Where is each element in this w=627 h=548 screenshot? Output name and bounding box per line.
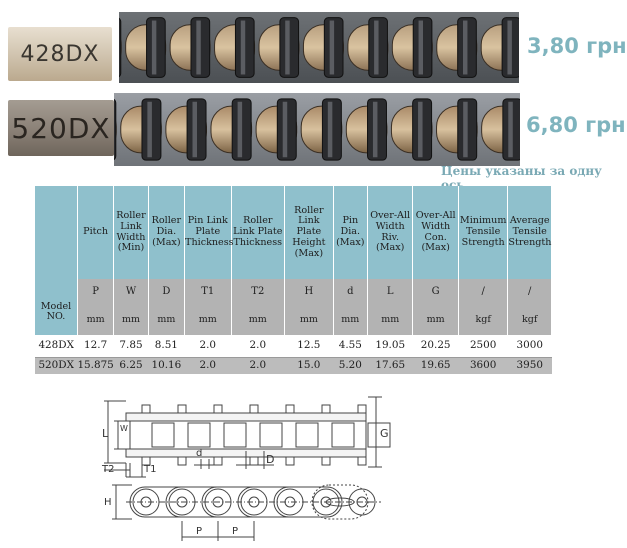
table-cell: 2500 [458, 335, 508, 358]
chain-428dx-photo [119, 12, 519, 83]
spec-table: Model NO. Pitch Roller Link Width (Min) … [35, 186, 552, 374]
col-unit: mm [184, 305, 232, 335]
col-unit: mm [77, 305, 115, 335]
col-unit: mm [412, 305, 459, 335]
table-cell: 6.25 [113, 357, 149, 374]
col-symbol: / [507, 279, 552, 305]
table-cell: 2.0 [231, 357, 285, 374]
table-cell: 12.7 [77, 335, 114, 358]
table-cell: 20.25 [412, 335, 459, 358]
col-unit: kgf [507, 305, 552, 335]
col-title-pin-link-plate-thickness: Pin Link Plate Thickness [184, 186, 234, 279]
header-unit-row: mm mm mm mm mm mm mm mm mm kgf kgf [35, 305, 552, 335]
col-symbol: D [148, 279, 186, 305]
table-cell: 19.05 [367, 335, 413, 358]
col-title-overall-width-con: Over-All Width Con. (Max) [412, 186, 459, 279]
table-cell: 2.0 [184, 357, 232, 374]
table-cell: 2.0 [231, 335, 285, 358]
dim-label-l: L [102, 427, 109, 440]
dim-label-d: d [196, 448, 202, 459]
col-title-pin-dia: Pin Dia. (Max) [333, 186, 368, 279]
dim-label-pitch: P [196, 526, 202, 537]
dim-label-g: G [380, 427, 389, 440]
col-title-min-tensile: Minimum Tensile Strength [458, 186, 509, 279]
stamp-520dx-image: 520DX [8, 100, 114, 156]
chain-520dx-photo [114, 93, 520, 166]
dim-label-h: H [104, 497, 112, 508]
table-cell: 8.51 [148, 335, 185, 358]
col-symbol: H [284, 279, 334, 305]
table-cell: 4.55 [333, 335, 368, 358]
table-cell: 3950 [507, 357, 552, 374]
col-symbol: T1 [184, 279, 232, 305]
table-cell: 10.16 [148, 357, 185, 374]
price-428dx: 3,80 грн [527, 34, 627, 58]
table-cell: 3000 [507, 335, 552, 358]
dim-label-t2: T2 [101, 464, 114, 475]
col-title-overall-width-riv: Over-All Width Riv. (Max) [367, 186, 414, 279]
col-title-roller-link-plate-height: Roller Link Plate Height (Max) [284, 186, 334, 279]
dim-label-t1: T1 [143, 464, 156, 475]
col-title-roller-link-width: Roller Link Width (Min) [113, 186, 149, 279]
col-unit: mm [113, 305, 149, 335]
col-unit: mm [367, 305, 414, 335]
col-symbol: T2 [231, 279, 286, 305]
col-symbol: P [77, 279, 115, 305]
table-cell: 17.65 [367, 357, 413, 374]
table-cell: 15.0 [284, 357, 334, 374]
col-unit: mm [231, 305, 286, 335]
table-row: 520DX 15.875 6.25 10.16 2.0 2.0 15.0 5.2… [35, 357, 552, 374]
dim-label-big-d: D [266, 453, 274, 466]
chain-dimension-drawing: L W G T2 T1 d D H P P [101, 396, 391, 541]
table-cell: 12.5 [284, 335, 334, 358]
stamp-428dx-image: 428DX [8, 27, 112, 81]
col-symbol: d [333, 279, 368, 305]
col-title-pitch: Pitch [77, 186, 115, 279]
table-cell: 5.20 [333, 357, 368, 374]
col-unit: kgf [458, 305, 509, 335]
col-title-model: Model NO. [35, 186, 78, 335]
col-title-avg-tensile: Average Tensile Strength [507, 186, 552, 279]
dim-label-w: W [120, 424, 128, 433]
col-unit: mm [148, 305, 186, 335]
header-symbol-row: P W D T1 T2 H d L G / / [35, 279, 552, 305]
col-title-roller-dia: Roller Dia. (Max) [148, 186, 186, 279]
table-cell: 15.875 [77, 357, 114, 374]
table-cell: 2.0 [184, 335, 232, 358]
header-title-row: Model NO. Pitch Roller Link Width (Min) … [35, 186, 552, 335]
col-title-roller-link-plate-thickness: Roller Link Plate Thickness [231, 186, 286, 279]
dim-label-pitch: P [232, 526, 238, 537]
table-cell: 428DX [35, 335, 78, 358]
col-symbol: W [113, 279, 149, 305]
table-cell: 520DX [35, 357, 78, 374]
col-symbol: / [458, 279, 509, 305]
table-cell: 3600 [458, 357, 508, 374]
table-cell: 7.85 [113, 335, 149, 358]
price-520dx: 6,80 грн [526, 113, 626, 137]
table-row: 428DX 12.7 7.85 8.51 2.0 2.0 12.5 4.55 1… [35, 335, 552, 358]
stamp-520dx-text: 520DX [11, 111, 111, 145]
stamp-428dx-text: 428DX [20, 41, 100, 67]
table-cell: 19.65 [412, 357, 459, 374]
col-symbol: G [412, 279, 459, 305]
col-unit: mm [284, 305, 334, 335]
col-unit: mm [333, 305, 368, 335]
col-symbol: L [367, 279, 414, 305]
